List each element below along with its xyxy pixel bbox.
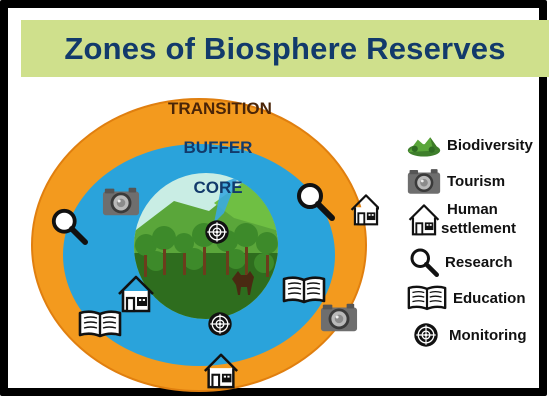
book-icon [78,310,122,338]
target-icon [207,311,233,337]
legend-label: Biodiversity [447,136,533,154]
legend-label: Tourism [447,172,506,190]
legend-item-education: Education [407,283,526,313]
camera-icon [102,187,140,216]
zones-diagram [31,98,379,392]
legend-label: Human settlement [441,200,516,238]
camera-icon [320,303,358,332]
diagram-title: Zones of Biosphere Reserves [64,30,506,66]
target-icon [413,322,439,348]
target-icon [204,219,230,245]
legend-item-tourism: Tourism [407,166,505,196]
camera-icon [407,166,441,196]
legend-label: Education [453,289,526,307]
house-icon [407,201,441,237]
legend-label-line: settlement [441,220,517,237]
legend-item-biodiversity: Biodiversity [407,130,533,160]
legend-item-monitoring: Monitoring [413,322,526,348]
transition-label: TRANSITION [168,99,272,118]
book-icon [282,276,326,304]
buffer-label: BUFFER [183,138,253,157]
legend-item-human-settlement: Human settlement [407,200,516,238]
core-label: CORE [193,178,243,197]
biodiversity-icon [407,130,441,160]
legend-label: Research [445,253,513,271]
legend-label: Monitoring [449,326,527,344]
book-icon [407,283,447,313]
title-banner: Zones of Biosphere Reserves [21,20,549,77]
legend-item-research: Research [409,247,513,277]
legend-label-line: Human [447,201,498,218]
magnifier-icon [409,247,439,277]
